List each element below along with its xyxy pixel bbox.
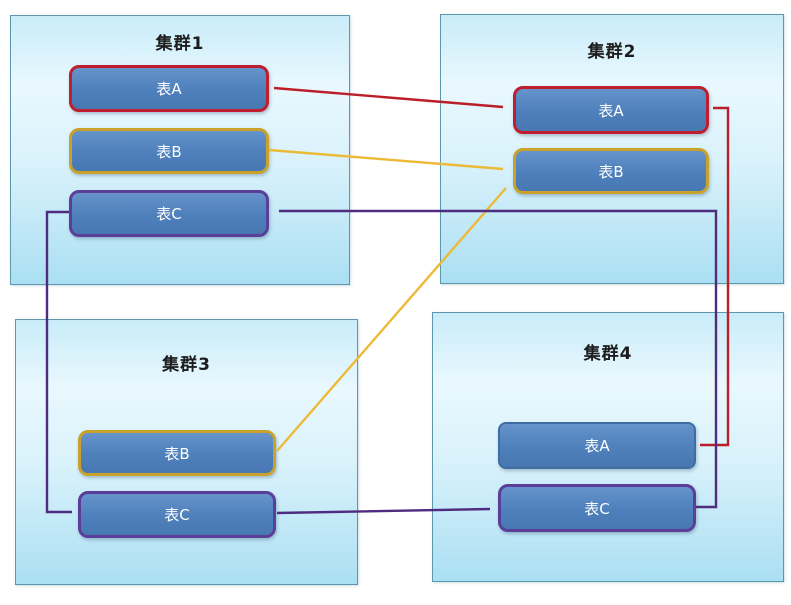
cluster-1-title: 集群1: [155, 34, 205, 54]
cluster-3-table-c-label: 表C: [164, 506, 190, 524]
cluster-2-table-b: 表B: [513, 148, 709, 194]
cluster-4-table-c: 表C: [498, 484, 696, 532]
cluster-4-table-a-label: 表A: [584, 437, 610, 455]
cluster-1-box: 集群1 表A 表B 表C: [10, 15, 350, 285]
cluster-4-box: 集群4 表A 表C: [432, 312, 784, 582]
cluster-3-table-b: 表B: [78, 430, 276, 476]
cluster-3-table-c: 表C: [78, 491, 276, 538]
cluster-1-table-b: 表B: [69, 128, 269, 174]
cluster-3-table-b-label: 表B: [164, 444, 190, 463]
cluster-3-box: 集群3 表B 表C: [15, 319, 358, 585]
cluster-1-table-c: 表C: [69, 190, 269, 237]
cluster-2-box: 集群2 表A 表B: [440, 14, 784, 284]
cluster-2-title: 集群2: [587, 42, 637, 62]
cluster-1-table-a-label: 表A: [156, 80, 182, 98]
cluster-4-table-c-label: 表C: [584, 499, 610, 518]
cluster-1-table-c-label: 表C: [156, 205, 182, 223]
cluster-4-table-a: 表A: [498, 422, 696, 469]
cluster-2-table-b-label: 表B: [598, 162, 624, 181]
cluster-2-table-a-label: 表A: [598, 101, 624, 120]
cluster-2-table-a: 表A: [513, 86, 709, 134]
cluster-1-table-b-label: 表B: [156, 142, 182, 161]
cluster-3-title: 集群3: [162, 355, 211, 375]
cluster-4-title: 集群4: [583, 344, 633, 364]
cluster-1-table-a: 表A: [69, 65, 269, 112]
